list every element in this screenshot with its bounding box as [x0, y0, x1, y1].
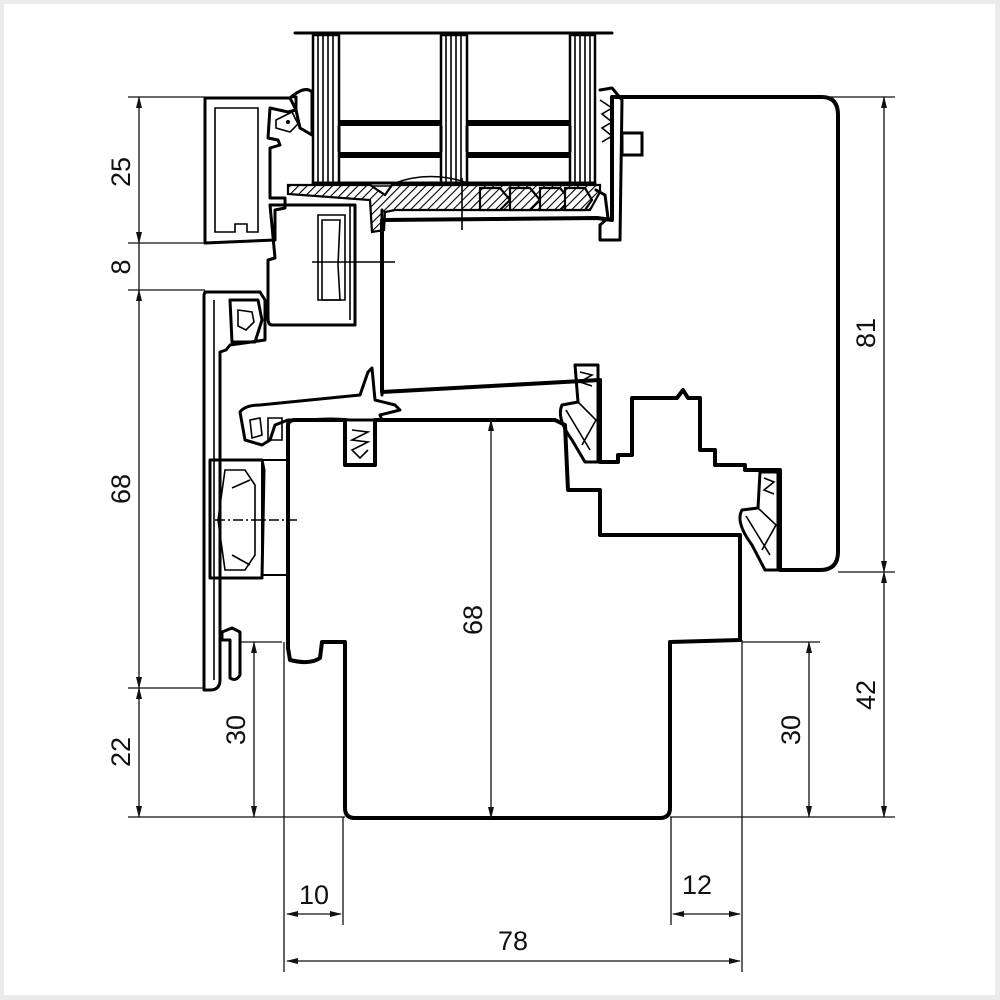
- hardware-area: [208, 366, 402, 580]
- dim-label-81: 81: [851, 318, 881, 348]
- dim-label-25: 25: [106, 157, 136, 187]
- dimension-lines: [128, 96, 895, 972]
- dim-label-30-left: 30: [221, 715, 251, 745]
- dim-label-42: 42: [851, 680, 881, 710]
- aluminum-connector: [266, 203, 395, 397]
- dim-label-68-center: 68: [458, 605, 488, 635]
- glazing-blocks: [286, 175, 602, 234]
- sash-wood-body: [380, 86, 840, 572]
- dim-label-30-right: 30: [776, 715, 806, 745]
- aluminum-cladding-main: [202, 290, 267, 692]
- dim-label-78: 78: [498, 926, 528, 956]
- drawing-canvas: 25 8 68 22 30 68 81 42 30 10 12 78: [4, 4, 995, 995]
- aluminum-cladding-top: [203, 88, 314, 245]
- glass-pane-right: [568, 33, 597, 185]
- weather-seals: [558, 363, 780, 572]
- dim-label-8: 8: [106, 259, 136, 274]
- glass-pane-left: [311, 33, 341, 185]
- glazing-unit: [293, 31, 614, 187]
- spacer-bars: [337, 120, 572, 158]
- glass-pane-middle: [439, 33, 469, 185]
- dim-label-12: 12: [682, 870, 712, 900]
- dimension-labels: 25 8 68 22 30 68 81 42 30 10 12 78: [106, 157, 881, 956]
- frame-wood-body: [286, 418, 742, 820]
- dim-label-68-left: 68: [106, 474, 136, 504]
- dim-label-10: 10: [299, 880, 329, 910]
- dim-label-22: 22: [106, 737, 136, 767]
